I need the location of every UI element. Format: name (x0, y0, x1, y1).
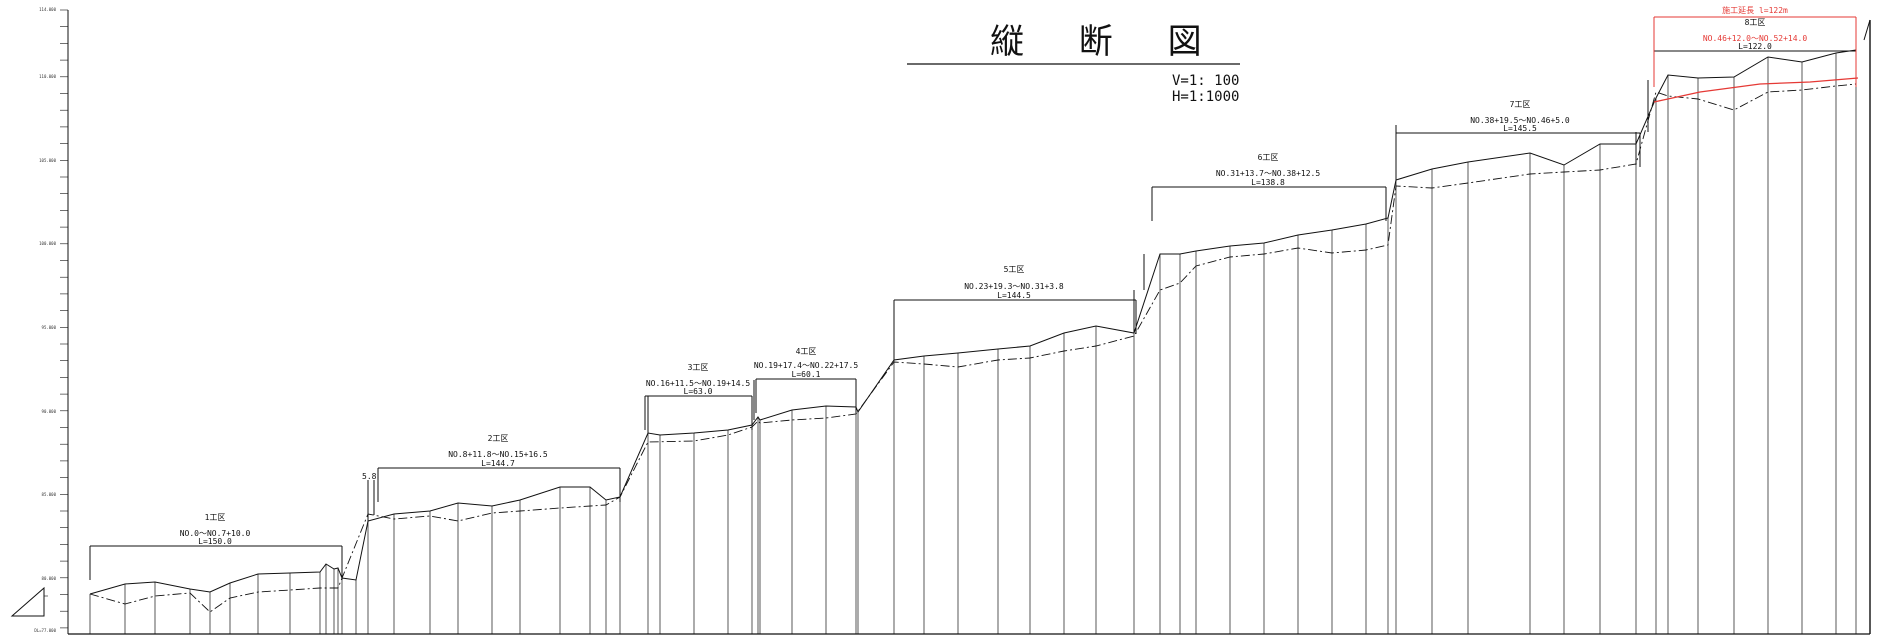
drawing-title: 縦 断 図 (990, 22, 1224, 62)
elevation-tick-label: 100.000 (39, 241, 56, 246)
profile-lines (89, 19, 1871, 634)
vertical-scale: V=1: 100 (1172, 73, 1239, 89)
elevation-tick-label: 80.000 (42, 576, 57, 581)
extension-length-label: 施工延長 l=122m (1722, 5, 1788, 15)
section-1-range: NO.0～NO.7+10.0 (180, 529, 251, 538)
section-8-range: NO.46+12.0～NO.52+14.0 (1703, 34, 1808, 43)
section-5-name: 5工区 (1004, 265, 1025, 274)
station-lines (89, 50, 1857, 634)
section-8-name: 8工区 (1745, 18, 1766, 27)
section-7-length: L=145.5 (1503, 124, 1537, 133)
section-6-name: 6工区 (1258, 153, 1279, 162)
end-wall-line (1863, 19, 1871, 41)
section-8-length: L=122.0 (1738, 42, 1772, 51)
horizontal-scale: H=1:1000 (1172, 89, 1239, 105)
design-profile-line (89, 83, 1857, 613)
section-brackets (89, 16, 1857, 580)
section-2-name: 2工区 (488, 434, 509, 443)
section-4-range: NO.19+17.4～NO.22+17.5 (754, 361, 859, 370)
elevation-tick-label: 85.000 (42, 492, 57, 497)
elevation-tick-label: 110.000 (39, 74, 56, 79)
elevation-tick-label: 95.000 (42, 325, 57, 330)
section-4-name: 4工区 (796, 347, 817, 356)
section-2-range: NO.8+11.8～NO.15+16.5 (448, 450, 548, 459)
elevation-tick-label: 114.000 (39, 7, 56, 12)
section-1-name: 1工区 (205, 513, 226, 522)
elevation-scale: 114.000 110.000 105.000 100.000 95.000 9… (34, 7, 69, 634)
section-7-range: NO.38+19.5～NO.46+5.0 (1470, 116, 1570, 125)
section-7-name: 7工区 (1510, 100, 1531, 109)
section-5-range: NO.23+19.3～NO.31+3.8 (964, 282, 1064, 291)
ground-profile-line (89, 49, 1857, 595)
section-2-length: L=144.7 (481, 459, 515, 468)
title-block: 縦 断 図 V=1: 100 H=1:1000 (907, 22, 1240, 105)
slope-triangle-icon (10, 586, 48, 617)
section-5-length: L=144.5 (997, 291, 1031, 300)
section-1-length: L=150.0 (198, 537, 232, 546)
step-height-label: 5.8 (362, 472, 377, 481)
extension-design-line (1653, 77, 1859, 103)
section-3-range: NO.16+11.5～NO.19+14.5 (646, 379, 751, 388)
section-labels: 1工区 NO.0～NO.7+10.0 L=150.0 2工区 NO.8+11.8… (180, 5, 1808, 546)
section-4-length: L=60.1 (792, 370, 821, 379)
elevation-tick-label: 105.000 (39, 158, 56, 163)
elevation-tick-label: DL=77.000 (34, 628, 56, 633)
section-6-range: NO.31+13.7～NO.38+12.5 (1216, 169, 1321, 178)
section-3-length: L=63.0 (684, 387, 713, 396)
elevation-tick-label: 90.000 (42, 409, 57, 414)
section-3-name: 3工区 (688, 363, 709, 372)
section-6-length: L=138.8 (1251, 178, 1285, 187)
